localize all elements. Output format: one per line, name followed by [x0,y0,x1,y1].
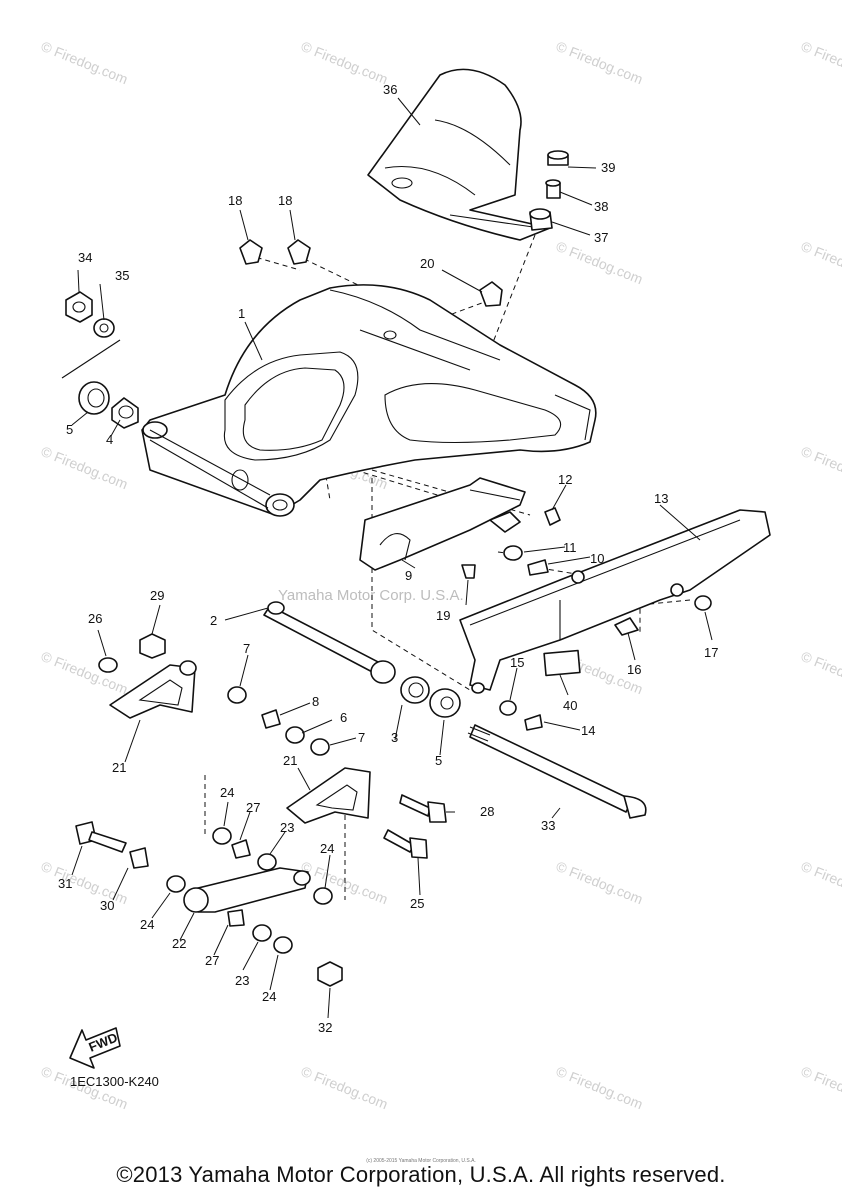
pivot-shaft [263,601,647,819]
callout-label: 4 [106,432,113,447]
callout-label: 20 [420,256,434,271]
callout-label: 7 [243,641,250,656]
diagram-code: 1EC1300-K240 [70,1074,159,1089]
watermark: © Firedog.com [299,1063,390,1112]
small-copyright: (c) 2005-2015 Yamaha Motor Corporation, … [366,1158,476,1164]
callout-label: 24 [320,841,334,856]
callout-label: 9 [405,568,412,583]
center-watermark: Yamaha Motor Corp. U.S.A. [278,587,464,604]
callout-label: 31 [58,876,72,891]
callout-label: 35 [115,268,129,283]
watermark: © Firedog.com [799,238,842,287]
callout-label: 12 [558,472,572,487]
watermark: © Firedog.com [554,1063,645,1112]
callout-label: 28 [480,804,494,819]
watermark: © Firedog.com [799,648,842,697]
callout-label: 19 [436,608,450,623]
callout-label: 25 [410,896,424,911]
chain-guard [359,477,561,579]
chain-case [459,509,771,694]
link-bolts [75,794,447,859]
clips [239,239,503,307]
watermark: © Firedog.com [39,443,130,492]
watermark: © Firedog.com [299,38,390,87]
callout-label: 30 [100,898,114,913]
callout-label: 18 [278,193,292,208]
callout-label: 27 [246,800,260,815]
callout-label: 17 [704,645,718,660]
callout-label: 5 [66,422,73,437]
left-pivot-hardware [61,291,139,429]
callout-label: 24 [262,989,276,1004]
callout-label: 37 [594,230,608,245]
copyright-notice: ©2013 Yamaha Motor Corporation, U.S.A. A… [116,1162,726,1187]
rear-fender [367,68,551,241]
callout-label: 26 [88,611,102,626]
callout-label: 5 [435,753,442,768]
callout-label: 21 [112,760,126,775]
callout-label: 24 [140,917,154,932]
callout-label: 18 [228,193,242,208]
watermark: © Firedog.com [39,648,130,697]
callout-label: 16 [627,662,641,677]
leader-lines [71,97,713,1019]
callout-label: 15 [510,655,524,670]
callout-label: 23 [280,820,294,835]
callout-label: 36 [383,82,397,97]
callout-label: 10 [590,551,604,566]
callout-label: 40 [563,698,577,713]
watermark: © Firedog.com [799,858,842,907]
callout-label: 34 [78,250,92,265]
callout-label: 22 [172,936,186,951]
watermark: © Firedog.com [554,238,645,287]
callout-label: 23 [235,973,249,988]
callout-label: 3 [391,730,398,745]
callout-label: 32 [318,1020,332,1035]
case-fasteners [499,545,712,731]
callout-label: 33 [541,818,555,833]
fwd-arrow-icon: FWD [69,1027,121,1069]
callout-label: 14 [581,723,595,738]
watermark: © Firedog.com [799,1063,842,1112]
callout-label: 2 [210,613,217,628]
watermark: © Firedog.com [799,443,842,492]
swingarm [141,284,597,517]
watermark: © Firedog.com [39,38,130,87]
callout-label: 1 [238,306,245,321]
watermark: © Firedog.com [554,38,645,87]
callout-label: 38 [594,199,608,214]
link-hardware [98,633,343,987]
callout-label: 11 [563,540,577,555]
callout-label: 13 [654,491,668,506]
callout-label: 29 [150,588,164,603]
callout-label: 8 [312,694,319,709]
callout-label: 39 [601,160,615,175]
callout-numbers: 1 2 3 4 5 5 6 7 7 8 9 10 11 12 13 14 15 … [58,82,718,1035]
watermark: © Firedog.com [39,858,130,907]
watermark: © Firedog.com [554,858,645,907]
watermark: © Firedog.com [799,38,842,87]
relay-arms [109,660,371,913]
callout-label: 24 [220,785,234,800]
callout-label: 7 [358,730,365,745]
callout-label: 6 [340,710,347,725]
callout-label: 27 [205,953,219,968]
fender-hardware [529,150,569,231]
callout-label: 21 [283,753,297,768]
